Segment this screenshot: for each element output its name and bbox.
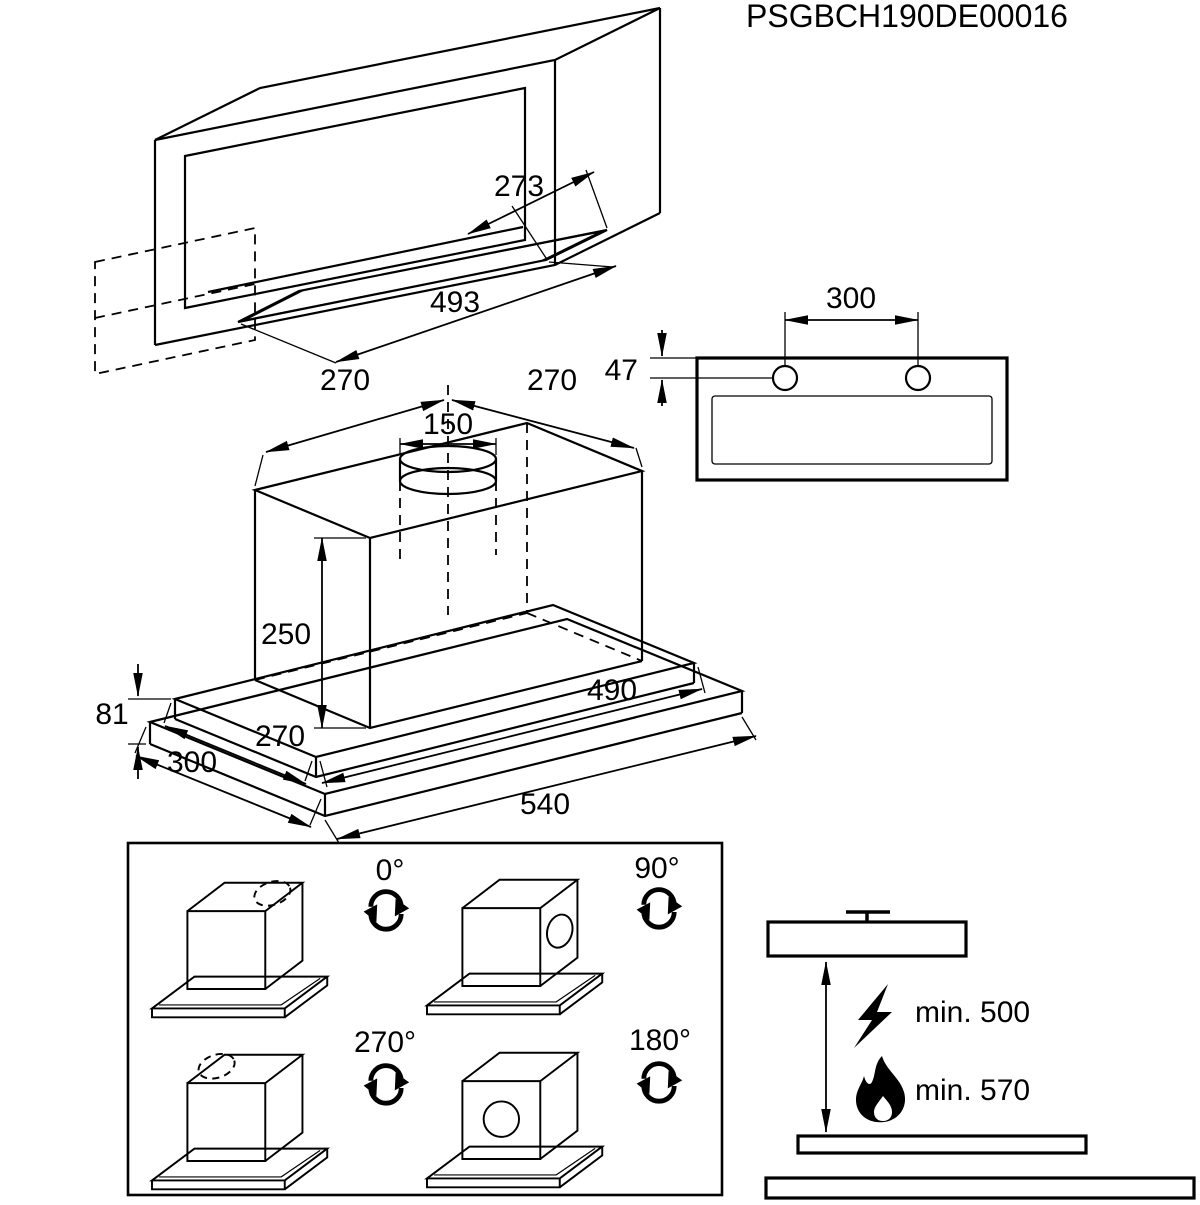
hood-front-body — [695, 356, 1009, 482]
dim-cutout-width-label: 493 — [430, 286, 480, 319]
cabinet-opening — [183, 86, 527, 310]
dim-duct-diameter-label: 150 — [423, 408, 473, 441]
bottom-cutout — [237, 228, 608, 324]
dim-top-offset-label: 47 — [605, 354, 638, 387]
min-gas-label: min. 570 — [915, 1074, 1030, 1107]
mounting-front-view: 300 47 — [605, 282, 1009, 482]
cube-270deg — [151, 1052, 329, 1191]
angle-0-label: 0° — [376, 854, 405, 887]
rotate-icon — [364, 892, 410, 930]
dim-body-height-label: 250 — [261, 618, 311, 651]
hood-profile — [766, 920, 968, 958]
dim-cutout-depth-label: 273 — [494, 170, 544, 203]
flame-icon — [856, 1056, 906, 1123]
panel-border — [126, 841, 724, 1197]
mounting-stub — [846, 910, 890, 922]
cabinet-cutout-view: 273 493 — [94, 6, 662, 376]
angle-180-label: 180° — [629, 1024, 691, 1057]
hob-surface — [796, 1134, 1088, 1155]
lightning-icon — [854, 984, 892, 1048]
dim-base-depth-label: 300 — [167, 746, 217, 779]
outlet-rotation-panel: 0° 90° 270° 180° — [126, 841, 724, 1197]
angle-90-label: 90° — [634, 852, 679, 885]
part-number-label: PSGBCH190DE00016 — [746, 0, 1068, 34]
outlet-circle — [545, 913, 574, 949]
rotate-icon — [637, 890, 683, 928]
dim-hole-spacing-label: 300 — [826, 282, 876, 315]
rotate-icon — [637, 1064, 683, 1102]
counter-profile — [764, 1176, 1196, 1200]
hood-front-panel — [711, 395, 993, 465]
min-electric-label: min. 500 — [915, 996, 1030, 1029]
outlet-circle — [482, 1100, 521, 1138]
dim-left-offset-label: 270 — [320, 364, 370, 397]
clearance-view: min. 500 min. 570 — [764, 910, 1196, 1200]
hood-dimensions-view: 150 270 270 250 81 300 270 490 540 — [95, 364, 757, 844]
rotate-icon — [364, 1066, 410, 1104]
dim-top-depth-label: 270 — [255, 720, 305, 753]
angle-270-label: 270° — [354, 1026, 416, 1059]
cube-90deg — [426, 878, 604, 1016]
dim-base-width-label: 540 — [520, 788, 570, 821]
hidden-edges — [94, 226, 256, 376]
dim-top-width-label: 490 — [587, 674, 637, 707]
cube-0deg — [151, 880, 329, 1019]
dim-right-offset-label: 270 — [527, 364, 577, 397]
dim-visor-height-label: 81 — [95, 698, 128, 731]
cube-180deg — [426, 1051, 604, 1189]
